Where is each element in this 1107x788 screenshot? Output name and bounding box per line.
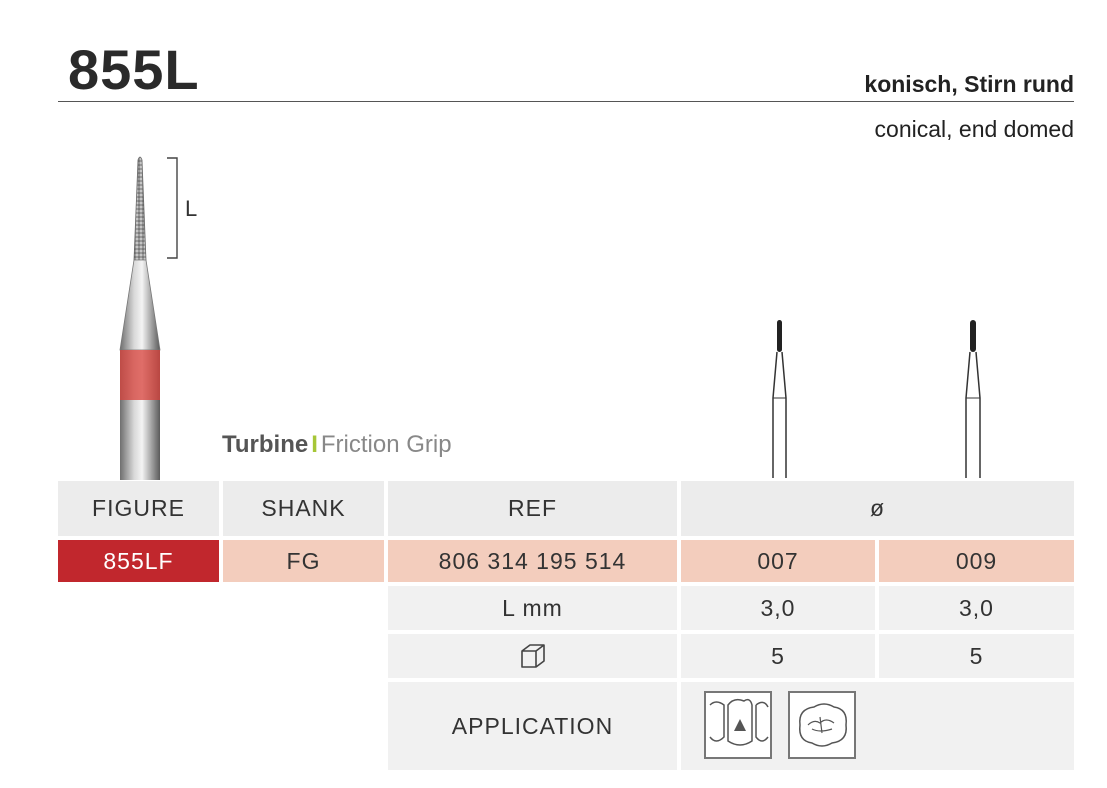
package-value-009: 5 bbox=[879, 634, 1074, 678]
subtitle-german: konisch, Stirn rund bbox=[864, 71, 1074, 97]
length-label: L bbox=[185, 196, 198, 221]
header-ref: REF bbox=[388, 481, 677, 536]
size-cell-009: 009 bbox=[879, 540, 1074, 582]
occlusal-surface-icon bbox=[788, 691, 856, 759]
page-title: 855L bbox=[68, 38, 200, 101]
length-value-009: 3,0 bbox=[879, 586, 1074, 630]
package-box-icon bbox=[520, 644, 545, 668]
subtitle-english: conical, end domed bbox=[874, 116, 1074, 142]
length-value-007: 3,0 bbox=[681, 586, 875, 630]
length-row-label: L mm bbox=[388, 586, 677, 630]
bur-outline-009 bbox=[965, 320, 981, 478]
application-label: APPLICATION bbox=[388, 682, 677, 770]
ref-cell: 806 314 195 514 bbox=[388, 540, 677, 582]
figure-cell: 855LF bbox=[58, 540, 219, 582]
header-figure: FIGURE bbox=[58, 481, 219, 536]
size-cell-007: 007 bbox=[681, 540, 875, 582]
bur-outline-007 bbox=[772, 320, 787, 478]
package-row-label bbox=[388, 634, 677, 678]
title-divider bbox=[58, 101, 1074, 102]
shank-cell: FG bbox=[223, 540, 384, 582]
header-shank: SHANK bbox=[223, 481, 384, 536]
grip-type-friction: Friction Grip bbox=[320, 431, 452, 458]
bur-illustration bbox=[119, 156, 161, 480]
grip-type-turbine: Turbine bbox=[222, 431, 309, 458]
package-value-007: 5 bbox=[681, 634, 875, 678]
header-diameter: ø bbox=[681, 481, 1074, 536]
grip-separator: I bbox=[311, 431, 318, 458]
tooth-cavity-icon bbox=[704, 691, 772, 759]
length-bracket bbox=[167, 157, 178, 259]
